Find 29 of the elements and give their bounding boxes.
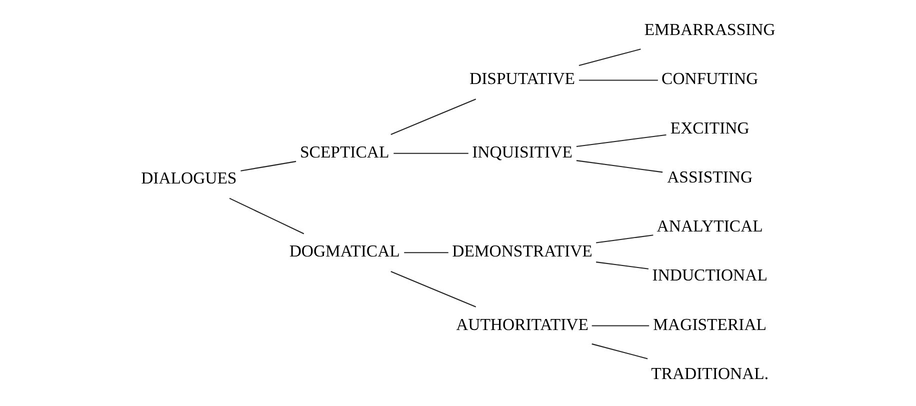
connector — [592, 343, 648, 360]
node-text: EXCITING — [670, 118, 750, 138]
node-text: INDUCTIONAL — [652, 266, 768, 285]
connector — [576, 134, 666, 147]
node-text: CONFUTING — [662, 69, 758, 88]
node-text: ASSISTING — [667, 167, 753, 186]
node-text: EMBARRASSING — [644, 20, 776, 40]
connector — [229, 198, 304, 234]
connector — [596, 234, 654, 244]
node-text: DOGMATICAL — [289, 242, 400, 261]
node-text: DEMONSTRATIVE — [452, 242, 592, 261]
connector — [394, 152, 468, 154]
node-text: MAGISTERIAL — [653, 314, 767, 334]
connector — [240, 160, 296, 172]
node-text: TRADITIONAL. — [651, 364, 769, 383]
node-text: ANALYTICAL — [656, 216, 763, 236]
connector — [578, 48, 641, 66]
node-text: DISPUTATIVE — [470, 69, 576, 88]
node-text: INQUISITIVE — [472, 142, 572, 162]
node-text: SCEPTICAL — [300, 142, 390, 162]
connector — [576, 160, 663, 173]
node-text: AUTHORITATIVE — [456, 314, 588, 334]
connector — [592, 325, 650, 326]
connector — [404, 252, 448, 254]
connector — [390, 98, 476, 135]
connector — [390, 271, 476, 308]
connector — [596, 262, 649, 270]
node-text: DIALOGUES — [141, 168, 237, 188]
connector — [578, 80, 658, 81]
